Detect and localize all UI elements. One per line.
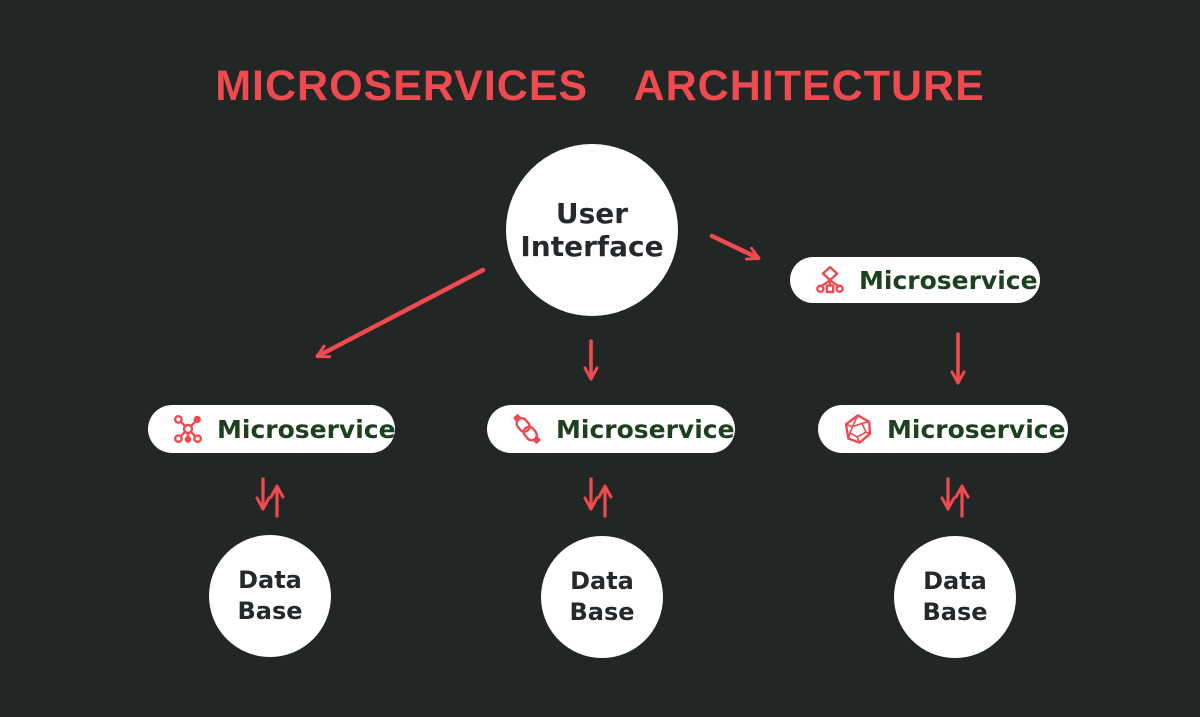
user-interface-label-line2: Interface xyxy=(520,230,664,263)
cable-icon xyxy=(513,414,541,444)
database-label-line1: Data xyxy=(238,565,302,594)
database-node-left: Data Base xyxy=(209,535,331,657)
flowchart-icon xyxy=(816,266,844,294)
microservice-label: Microservice xyxy=(217,414,396,444)
arrow-ui-to-microservice-gateway xyxy=(709,233,761,261)
network-hub-icon xyxy=(174,415,202,443)
microservice-pill-middle: Microservice xyxy=(487,405,735,453)
database-label-line2: Base xyxy=(569,598,635,626)
microservice-label: Microservice xyxy=(887,414,1066,444)
polyhedron-icon xyxy=(844,414,872,444)
user-interface-node: User Interface xyxy=(506,144,678,316)
double-arrow-middle xyxy=(583,477,613,518)
database-node-right: Data Base xyxy=(894,536,1016,658)
microservice-pill-gateway: Microservice xyxy=(790,257,1040,303)
microservice-label: Microservice xyxy=(859,265,1038,295)
microservice-pill-left: Microservice xyxy=(148,405,396,453)
database-label-line1: Data xyxy=(570,566,634,595)
diagram-title: MICROSERVICES ARCHITECTURE xyxy=(215,62,985,110)
microservice-pill-right: Microservice xyxy=(818,405,1068,453)
database-label-line1: Data xyxy=(923,566,987,595)
database-label-line2: Base xyxy=(922,598,988,626)
database-node-middle: Data Base xyxy=(541,536,663,658)
database-label-line2: Base xyxy=(237,597,303,625)
double-arrow-right xyxy=(940,477,970,518)
microservice-label: Microservice xyxy=(556,414,735,444)
arrow-ui-to-microservice-left xyxy=(315,267,486,359)
user-interface-label-line1: User xyxy=(555,196,629,230)
double-arrow-left xyxy=(255,477,285,518)
